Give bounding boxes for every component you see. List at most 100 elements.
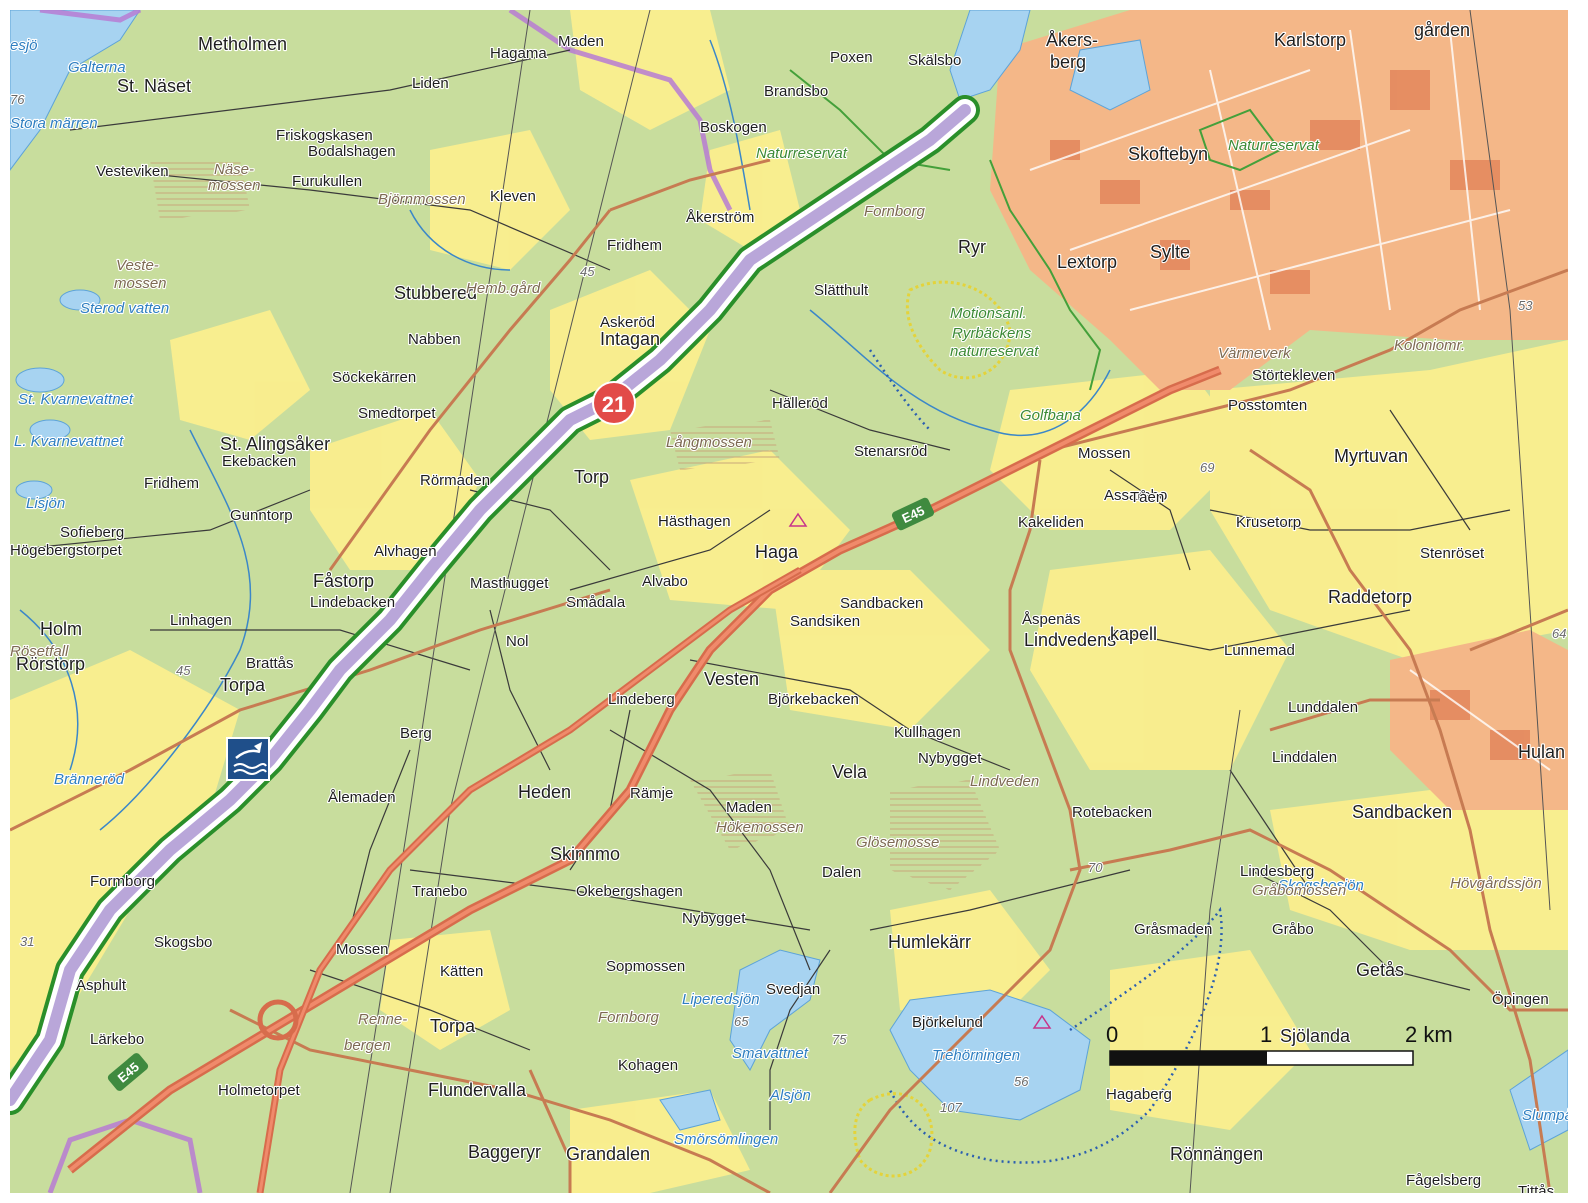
place-label: Dalen xyxy=(822,864,861,881)
feature-label: esjö xyxy=(10,37,38,54)
elevation-label: 64 xyxy=(1552,626,1566,641)
scale-tick-2: 2 km xyxy=(1405,1022,1453,1047)
feature-label: Alsjön xyxy=(769,1087,811,1104)
place-label: Ålemaden xyxy=(328,789,396,806)
scale-tick-1: 1 xyxy=(1260,1022,1272,1047)
place-label: Ekebacken xyxy=(222,453,296,470)
scale-tick-0: 0 xyxy=(1106,1022,1118,1047)
place-label: Karlstorp xyxy=(1274,30,1346,50)
place-label: Heden xyxy=(518,782,571,802)
place-label: Kullhagen xyxy=(894,724,961,741)
place-label: gården xyxy=(1414,20,1470,40)
place-label: Gunntorp xyxy=(230,507,293,524)
place-label: Lärkebo xyxy=(90,1031,144,1048)
place-label: Björkebacken xyxy=(768,691,859,708)
place-label: Rörmaden xyxy=(420,472,490,489)
feature-label: L. Kvarnevattnet xyxy=(14,433,124,450)
place-label: Haga xyxy=(755,542,799,562)
route-number: 21 xyxy=(602,392,626,417)
place-label: Lextorp xyxy=(1057,252,1117,272)
place-label: Linddalen xyxy=(1272,749,1337,766)
place-label: Stenarsröd xyxy=(854,443,927,460)
place-label: Åkers- xyxy=(1046,30,1098,50)
place-label: Skinnmo xyxy=(550,844,620,864)
place-label: Svedjan xyxy=(766,981,820,998)
place-label: Masthugget xyxy=(470,575,549,592)
place-label: Alvabo xyxy=(642,573,688,590)
place-label: Vesteviken xyxy=(96,163,169,180)
place-label: Skälsbo xyxy=(908,52,961,69)
elevation-label: 56 xyxy=(1014,1074,1029,1089)
place-label: Tåen xyxy=(1130,489,1164,506)
feature-label: Hökemossen xyxy=(716,819,804,836)
place-label: Brandsbo xyxy=(764,83,828,100)
place-label: Askeröd xyxy=(600,314,655,331)
place-label: Poxen xyxy=(830,49,873,66)
feature-label: naturreservat xyxy=(950,343,1039,360)
place-label: Gråsmaden xyxy=(1134,921,1212,938)
elevation-label: 76 xyxy=(10,92,25,107)
streams xyxy=(19,39,1111,831)
place-label: Sopmossen xyxy=(606,958,685,975)
feature-label: Slumpån xyxy=(1522,1107,1568,1124)
feature-label: Naturreservat xyxy=(756,145,848,162)
place-label: Raddetorp xyxy=(1328,587,1412,607)
place-label: Vesten xyxy=(704,669,759,689)
place-label: Rörstorp xyxy=(16,654,85,674)
feature-label: Björnmossen xyxy=(378,191,466,208)
elevation-label: 69 xyxy=(1200,460,1214,475)
place-label: Lunnemad xyxy=(1224,642,1295,659)
elevation-label: 45 xyxy=(176,663,191,678)
place-label: St. Alingsåker xyxy=(220,434,330,454)
feature-label: Gråbomossen xyxy=(1252,882,1346,899)
place-label: Fridhem xyxy=(144,475,199,492)
place-label: Nol xyxy=(506,633,529,650)
place-label: berg xyxy=(1050,52,1086,72)
feature-label: Smörsömlingen xyxy=(674,1131,778,1148)
place-label: Störtekleven xyxy=(1252,367,1335,384)
place-label: Lindebacken xyxy=(310,594,395,611)
feature-label: Lisjön xyxy=(26,495,65,512)
open-land xyxy=(10,10,1568,1193)
place-label: Linhagen xyxy=(170,612,232,629)
place-label: Skogsbo xyxy=(154,934,212,951)
feature-label: Smavattnet xyxy=(732,1045,809,1062)
place-label: kapell xyxy=(1110,624,1157,644)
place-label: Sandbacken xyxy=(840,595,923,612)
place-label: Asphult xyxy=(76,977,127,994)
place-label: Lindesberg xyxy=(1240,863,1314,880)
elevation-label: 65 xyxy=(734,1014,749,1029)
feature-label: Fornborg xyxy=(864,203,926,220)
place-label: Lindeberg xyxy=(608,691,675,708)
place-label: Stenröset xyxy=(1420,545,1485,562)
marsh xyxy=(150,160,1000,890)
route-21-corridor xyxy=(10,95,980,1115)
feature-label: Näse- xyxy=(214,161,254,178)
fishing-spot-icon[interactable] xyxy=(226,737,270,781)
place-label: Sandbacken xyxy=(1352,802,1452,822)
place-label: Lunddalen xyxy=(1288,699,1358,716)
feature-label: Stora märren xyxy=(10,115,98,132)
place-label: Slätthult xyxy=(814,282,869,299)
place-label: Nybygget xyxy=(682,910,746,927)
place-label: Rämje xyxy=(630,785,673,802)
place-label: Alvhagen xyxy=(374,543,437,560)
place-label: Okebergshagen xyxy=(576,883,683,900)
route-21-marker[interactable]: 21 xyxy=(592,381,636,425)
feature-label: mossen xyxy=(208,177,261,194)
place-label: Kleven xyxy=(490,188,536,205)
feature-label: Golfbana xyxy=(1020,407,1081,424)
feature-label: Liperedsjön xyxy=(682,991,760,1008)
feature-label: Glösemosse xyxy=(856,834,939,851)
place-label: Berg xyxy=(400,725,432,742)
feature-label: Värmeverk xyxy=(1218,345,1292,362)
feature-label: Skogsbosjön xyxy=(1278,877,1364,894)
feature-label: Ryrbäckens xyxy=(952,325,1032,342)
place-label: Hästhagen xyxy=(658,513,731,530)
place-label: Krusetorp xyxy=(1236,514,1301,531)
place-label: Posstomten xyxy=(1228,397,1307,414)
place-label: Boskogen xyxy=(700,119,767,136)
place-label: Bodalshagen xyxy=(308,143,396,160)
feature-label: St. Kvarnevattnet xyxy=(18,391,134,408)
